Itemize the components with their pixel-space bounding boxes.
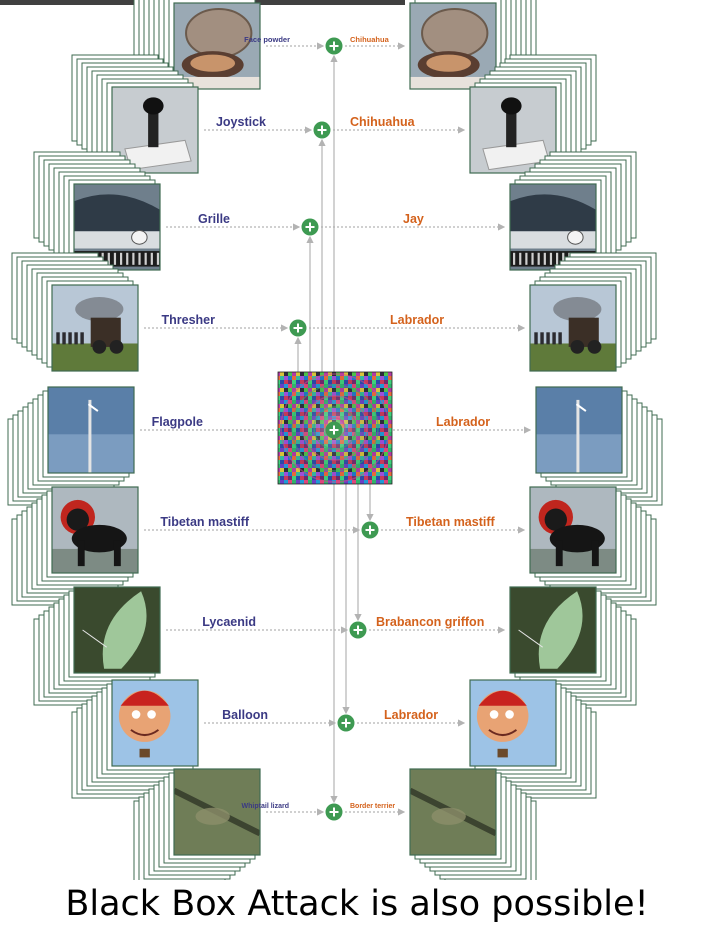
- original-label: Flagpole: [152, 415, 203, 429]
- adversarial-label: Chihuahua: [350, 115, 416, 129]
- image-stack-balloon-left: [71, 679, 199, 799]
- image-stack-thresher-left: [11, 252, 139, 372]
- image-stack-whiptail-lizard-left: [133, 768, 261, 880]
- universal-perturbation-noise: [277, 371, 393, 485]
- image-stack-grille-left: [33, 151, 161, 271]
- adversarial-label: Labrador: [436, 415, 490, 429]
- adversarial-label: Jay: [403, 212, 424, 226]
- image-stack-face-powder-right: [409, 0, 537, 90]
- original-label: Face powder: [244, 35, 290, 44]
- adversarial-label: Border terrier: [350, 803, 395, 810]
- adversarial-label: Chihuahua: [350, 35, 390, 44]
- plus-node: [325, 803, 343, 821]
- adversarial-label: Brabancon griffon: [376, 615, 484, 629]
- original-label: Balloon: [222, 708, 268, 722]
- original-label: Tibetan mastiff: [160, 515, 250, 529]
- original-label: Grille: [198, 212, 230, 226]
- image-stack-face-powder-left: [133, 0, 261, 90]
- adversarial-label: Labrador: [390, 313, 444, 327]
- image-stack-joystick-right: [469, 54, 597, 174]
- plus-node: [361, 521, 379, 539]
- plus-node: [313, 121, 331, 139]
- plus-node: [349, 621, 367, 639]
- adversarial-label: Tibetan mastiff: [406, 515, 496, 529]
- original-label: Lycaenid: [202, 615, 256, 629]
- plus-node: [301, 218, 319, 236]
- plus-node: [337, 714, 355, 732]
- original-label: Thresher: [162, 313, 216, 327]
- image-stack-lycaenid-left: [33, 586, 161, 706]
- image-stack-tibetan-mastiff-right: [529, 486, 657, 606]
- caption: Black Box Attack is also possible!: [65, 884, 649, 924]
- image-stack-tibetan-mastiff-left: [11, 486, 139, 606]
- original-label: Whiptail lizard: [242, 803, 289, 810]
- image-stack-joystick-left: [71, 54, 199, 174]
- image-stack-thresher-right: [529, 252, 657, 372]
- plus-node: [289, 319, 307, 337]
- image-stack-balloon-right: [469, 679, 597, 799]
- center-plus-node: [325, 421, 343, 439]
- original-label: Joystick: [216, 115, 266, 129]
- image-stack-whiptail-lizard-right: [409, 768, 537, 880]
- adversarial-label: Labrador: [384, 708, 438, 722]
- plus-node: [325, 37, 343, 55]
